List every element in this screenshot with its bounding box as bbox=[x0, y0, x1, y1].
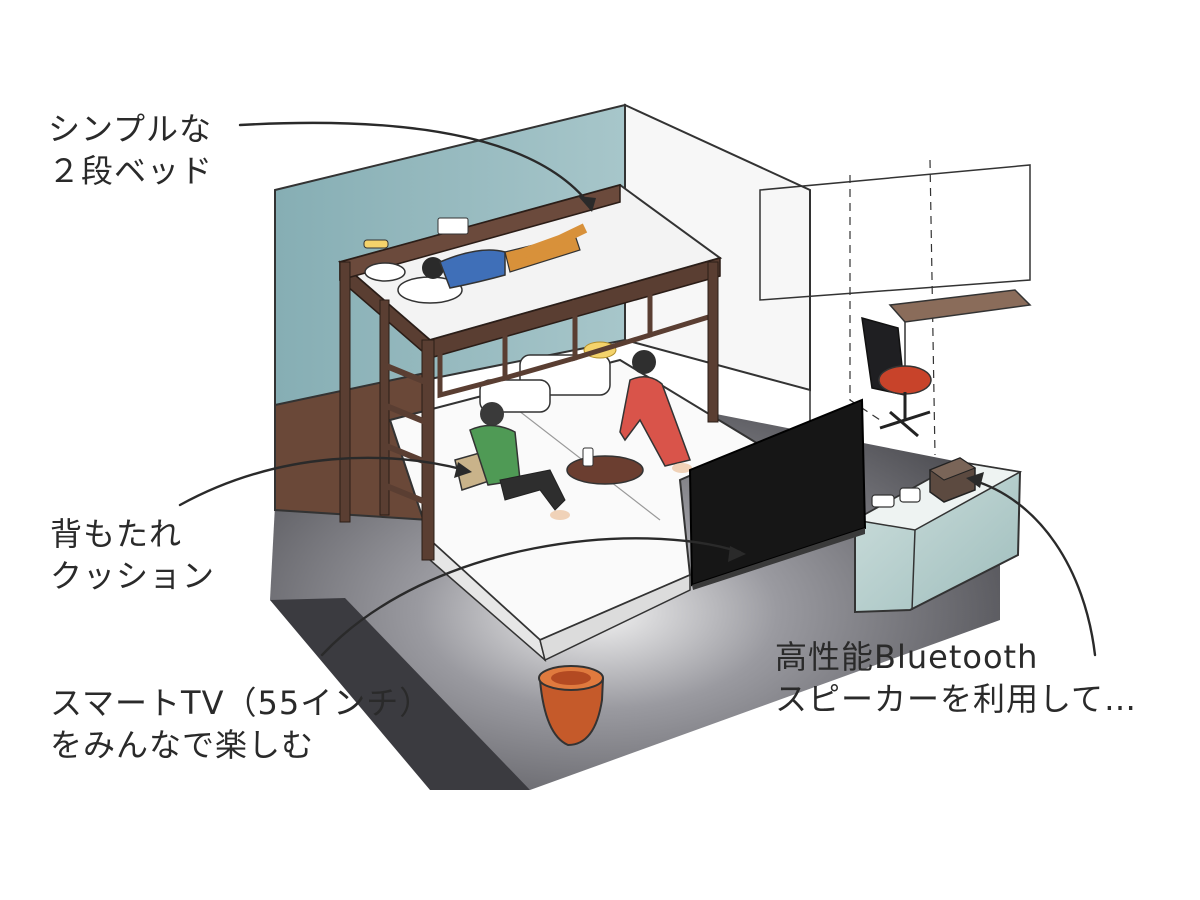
callout-smart-tv-line2: をみんなで楽しむ bbox=[50, 726, 315, 764]
callout-cushion-line1: 背もたれ bbox=[50, 515, 183, 553]
callout-bunk-bed: シンプルな ２段ベッド bbox=[48, 108, 213, 192]
desk-chair bbox=[861, 316, 932, 438]
callout-cushion: 背もたれ クッション bbox=[50, 513, 215, 597]
callout-bunk-bed-line2: ２段ベッド bbox=[48, 152, 214, 190]
leader-lines bbox=[178, 121, 1097, 657]
person-top-bunk bbox=[364, 217, 588, 304]
bluetooth-speaker bbox=[928, 457, 977, 503]
round-tray bbox=[566, 447, 644, 485]
leader-line-bunk-bed bbox=[238, 121, 592, 207]
stool bbox=[538, 665, 604, 747]
leader-line-tv bbox=[320, 537, 742, 657]
leader-line-speaker bbox=[970, 478, 1097, 657]
callout-cushion-line2: クッション bbox=[50, 557, 216, 595]
callout-speaker-line1: 高性能Bluetooth bbox=[775, 638, 1039, 676]
callout-bunk-bed-line1: シンプルな bbox=[48, 110, 213, 148]
person-red-dress bbox=[619, 350, 692, 473]
leader-arrowheads bbox=[454, 196, 984, 562]
smart-tv bbox=[688, 398, 867, 590]
callout-speaker-line2: スピーカーを利用して… bbox=[775, 680, 1138, 718]
leader-line-cushion bbox=[178, 456, 467, 507]
desk bbox=[888, 289, 1032, 420]
callout-speaker: 高性能Bluetooth スピーカーを利用して… bbox=[775, 636, 1137, 720]
callout-smart-tv-line1: スマートTV（55インチ） bbox=[50, 684, 433, 722]
callout-smart-tv: スマートTV（55インチ） をみんなで楽しむ bbox=[50, 682, 432, 766]
person-green-shirt bbox=[469, 402, 570, 520]
